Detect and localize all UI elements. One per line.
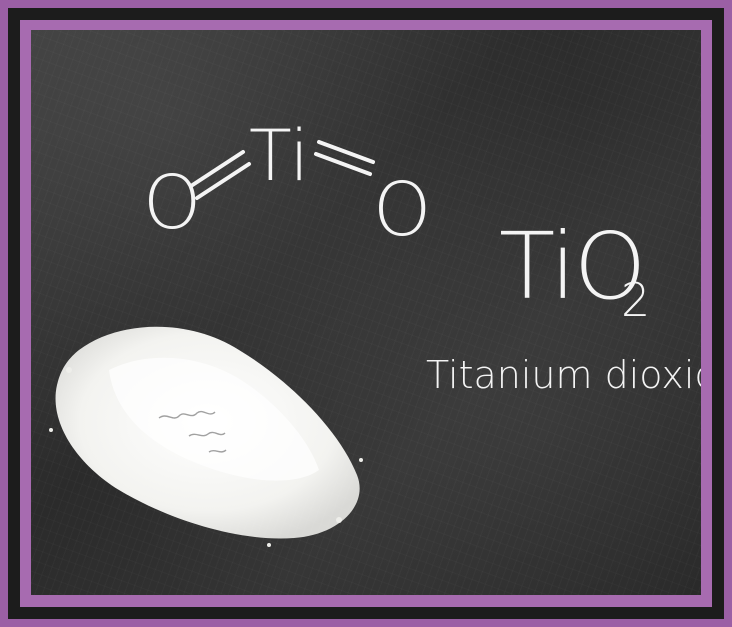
formula-main: TiO bbox=[499, 213, 644, 320]
compound-name: Titanium dioxide bbox=[426, 353, 701, 397]
double-bond-left bbox=[189, 150, 251, 200]
structure-atom-left: O bbox=[143, 160, 201, 246]
structure-atom-right: O bbox=[373, 167, 431, 253]
double-bond-right bbox=[314, 140, 375, 176]
white-powder-pile bbox=[49, 326, 363, 547]
chalk-writing: O Ti O TiO 2 Titanium dioxide bbox=[143, 115, 701, 397]
structure-atom-center: Ti bbox=[249, 115, 309, 197]
chalkboard: O Ti O TiO 2 Titanium dioxide bbox=[31, 30, 701, 595]
formula-subscript: 2 bbox=[621, 273, 650, 327]
